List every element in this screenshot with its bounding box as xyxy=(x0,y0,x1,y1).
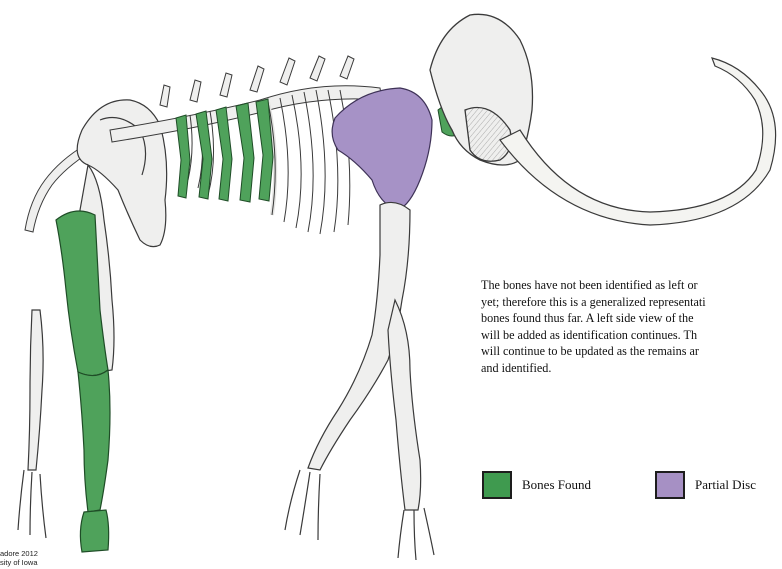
artist-credit: adore 2012 sity of Iowa xyxy=(0,549,38,567)
found-foot xyxy=(80,510,108,552)
found-tibia xyxy=(78,370,110,512)
partial-scapula xyxy=(332,88,432,210)
found-ribs xyxy=(176,99,273,202)
bones-found-label: Bones Found xyxy=(522,477,591,493)
caption-line: will continue to be updated as the remai… xyxy=(481,343,782,360)
credit-line: sity of Iowa xyxy=(0,558,38,567)
legend-partial-discovery: Partial Disc xyxy=(655,468,756,502)
partial-discovery-swatch xyxy=(655,471,685,499)
tusk xyxy=(500,58,776,225)
caption-line: and identified. xyxy=(481,360,782,377)
legend-bones-found: Bones Found xyxy=(482,468,591,502)
caption-line: bones found thus far. A left side view o… xyxy=(481,310,782,327)
front-leg xyxy=(285,202,434,560)
caption-line: yet; therefore this is a generalized rep… xyxy=(481,294,782,311)
caption-line: The bones have not been identified as le… xyxy=(481,277,782,294)
bones-found-swatch xyxy=(482,471,512,499)
identification-caption: The bones have not been identified as le… xyxy=(481,277,782,377)
credit-line: adore 2012 xyxy=(0,549,38,558)
caption-line: will be added as identification continue… xyxy=(481,327,782,344)
partial-discovery-label: Partial Disc xyxy=(695,477,756,493)
